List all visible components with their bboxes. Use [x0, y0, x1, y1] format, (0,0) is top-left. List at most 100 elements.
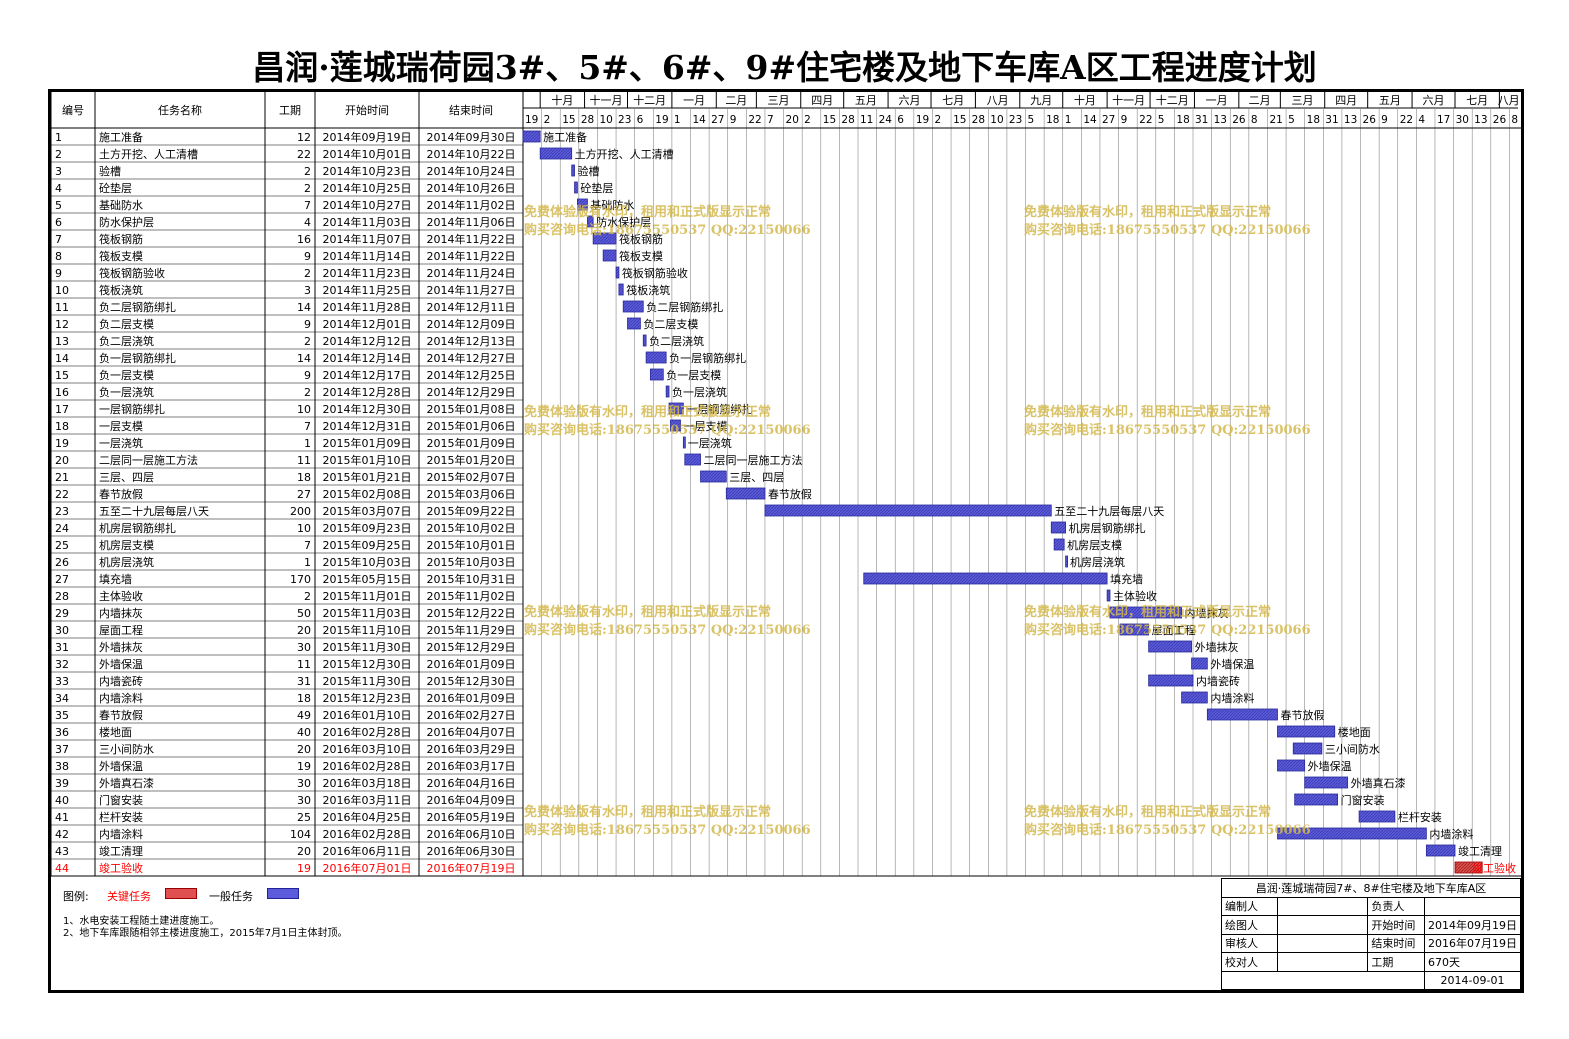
- task-bar-label: 竣工清理: [1458, 844, 1502, 858]
- task-bar-label: 填充墙: [1110, 572, 1143, 586]
- tick-label: 15: [562, 114, 575, 126]
- task-name: 施工准备: [99, 130, 143, 144]
- task-bar-label: 内墙涂料: [1210, 691, 1254, 705]
- task-bar-label: 机房层支模: [1067, 538, 1122, 552]
- task-id: 20: [55, 454, 69, 467]
- tick-label: 26: [1363, 114, 1377, 126]
- task-name: 内墙涂料: [99, 691, 143, 705]
- task-end: 2015年11月02日: [427, 589, 516, 603]
- task-bar-label: 竣工验收: [1472, 861, 1516, 875]
- task-duration: 30: [297, 777, 311, 790]
- task-duration: 1: [304, 437, 311, 450]
- task-end: 2015年10月01日: [427, 538, 516, 552]
- task-start: 2016年02月28日: [323, 725, 412, 739]
- task-bar-label: 筏板浇筑: [626, 283, 670, 297]
- task-bar-label: 负一层支模: [666, 368, 721, 382]
- task-duration: 10: [297, 522, 311, 535]
- task-end: 2014年10月26日: [427, 181, 516, 195]
- task-start: 2015年03月07日: [323, 504, 412, 518]
- task-name: 筏板浇筑: [99, 283, 143, 297]
- task-name: 砼垫层: [99, 181, 132, 195]
- task-id: 21: [55, 471, 69, 484]
- task-start: 2014年11月14日: [323, 249, 412, 263]
- task-start: 2016年01月10日: [323, 708, 412, 722]
- task-duration: 12: [297, 131, 311, 144]
- task-id: 23: [55, 505, 69, 518]
- task-duration: 9: [304, 318, 311, 331]
- task-name: 五至二十九层每层八天: [99, 504, 209, 518]
- gantt-chart: 编号任务名称工期开始时间结束时间十月十一月十二月一月二月三月四月五月六月七月八月…: [51, 92, 1521, 877]
- task-start: 2015年11月10日: [323, 623, 412, 637]
- tick-label: 19: [916, 114, 929, 126]
- task-start: 2016年02月28日: [323, 827, 412, 841]
- tick-label: 18: [1176, 114, 1189, 126]
- tick-label: 28: [841, 114, 854, 126]
- tick-label: 9: [1121, 114, 1128, 126]
- task-duration: 11: [297, 658, 311, 671]
- task-name: 内墙抹灰: [99, 606, 143, 620]
- task-bar: [1050, 521, 1066, 534]
- task-bar: [650, 368, 664, 381]
- tick-label: 1: [1065, 114, 1072, 126]
- task-start: 2015年11月30日: [323, 674, 412, 688]
- task-start: 2015年11月30日: [323, 640, 412, 654]
- info-table: 昌润·莲城瑞荷园7#、8#住宅楼及地下车库A区 编制人 负责人 绘图人 开始时间…: [1221, 878, 1521, 990]
- tick-label: 26: [1493, 114, 1507, 126]
- tick-label: 10: [599, 114, 612, 126]
- task-bar: [1358, 810, 1396, 823]
- header-id: 编号: [62, 103, 84, 117]
- task-start: 2016年07月01日: [323, 861, 412, 875]
- task-duration: 49: [297, 709, 311, 722]
- task-id: 17: [55, 403, 69, 416]
- tick-label: 22: [1139, 114, 1152, 126]
- task-end: 2014年10月22日: [427, 147, 516, 161]
- month-label: 九月: [1030, 94, 1052, 107]
- task-end: 2016年03月29日: [427, 742, 516, 756]
- task-end: 2015年02月07日: [427, 470, 516, 484]
- task-bar: [1277, 725, 1336, 738]
- legend-critical-label: 关键任务: [107, 890, 151, 903]
- month-label: 四月: [811, 94, 833, 107]
- tick-label: 9: [730, 114, 737, 126]
- task-start: 2015年12月23日: [323, 691, 412, 705]
- task-duration: 1: [304, 556, 311, 569]
- task-bar: [1053, 538, 1065, 551]
- watermark-line2: 购买咨询电话:18675550537 QQ:22150066: [1024, 422, 1311, 438]
- task-start: 2014年12月28日: [323, 385, 412, 399]
- task-end: 2016年02月27日: [427, 708, 516, 722]
- task-start: 2014年12月30日: [323, 402, 412, 416]
- tick-label: 21: [1269, 114, 1282, 126]
- task-name: 外墙抹灰: [99, 640, 143, 654]
- task-name: 负一层浇筑: [99, 385, 154, 399]
- tick-label: 14: [693, 114, 707, 126]
- task-start: 2015年01月10日: [323, 453, 412, 467]
- info-cell: [1424, 896, 1521, 916]
- watermark-line1: 免费体验版有水印，租用和正式版显示正常: [1024, 404, 1271, 420]
- watermark-line1: 免费体验版有水印，租用和正式版显示正常: [524, 804, 771, 820]
- watermark-line2: 购买咨询电话:18675550537 QQ:22150066: [524, 222, 811, 238]
- task-id: 25: [55, 539, 69, 552]
- task-start: 2014年12月31日: [323, 419, 412, 433]
- task-bar: [668, 402, 684, 415]
- task-name: 一层钢筋绑扎: [99, 402, 165, 416]
- task-bar-label: 一层支模: [683, 420, 727, 433]
- task-bar-label: 三层、四层: [729, 471, 784, 484]
- tick-label: 13: [1214, 114, 1227, 126]
- task-start: 2015年09月25日: [323, 538, 412, 552]
- task-bar: [574, 181, 578, 194]
- task-end: 2014年12月29日: [427, 385, 516, 399]
- month-label: 一月: [1206, 94, 1228, 107]
- task-end: 2014年09月30日: [427, 130, 516, 144]
- tick-label: 1: [674, 114, 681, 126]
- watermark-line2: 购买咨询电话:18675550537 QQ:22150066: [1024, 822, 1311, 838]
- task-bar: [1148, 674, 1194, 687]
- task-id: 26: [55, 556, 69, 569]
- task-bar-label: 主体验收: [1113, 589, 1157, 603]
- task-bar: [1277, 827, 1427, 840]
- month-label: 十二月: [1156, 93, 1189, 107]
- task-bar-label: 筏板钢筋验收: [622, 266, 688, 280]
- task-duration: 20: [297, 845, 311, 858]
- task-bar-label: 基础防水: [590, 198, 634, 212]
- month-label: 十一月: [590, 93, 623, 107]
- task-bar: [539, 147, 573, 160]
